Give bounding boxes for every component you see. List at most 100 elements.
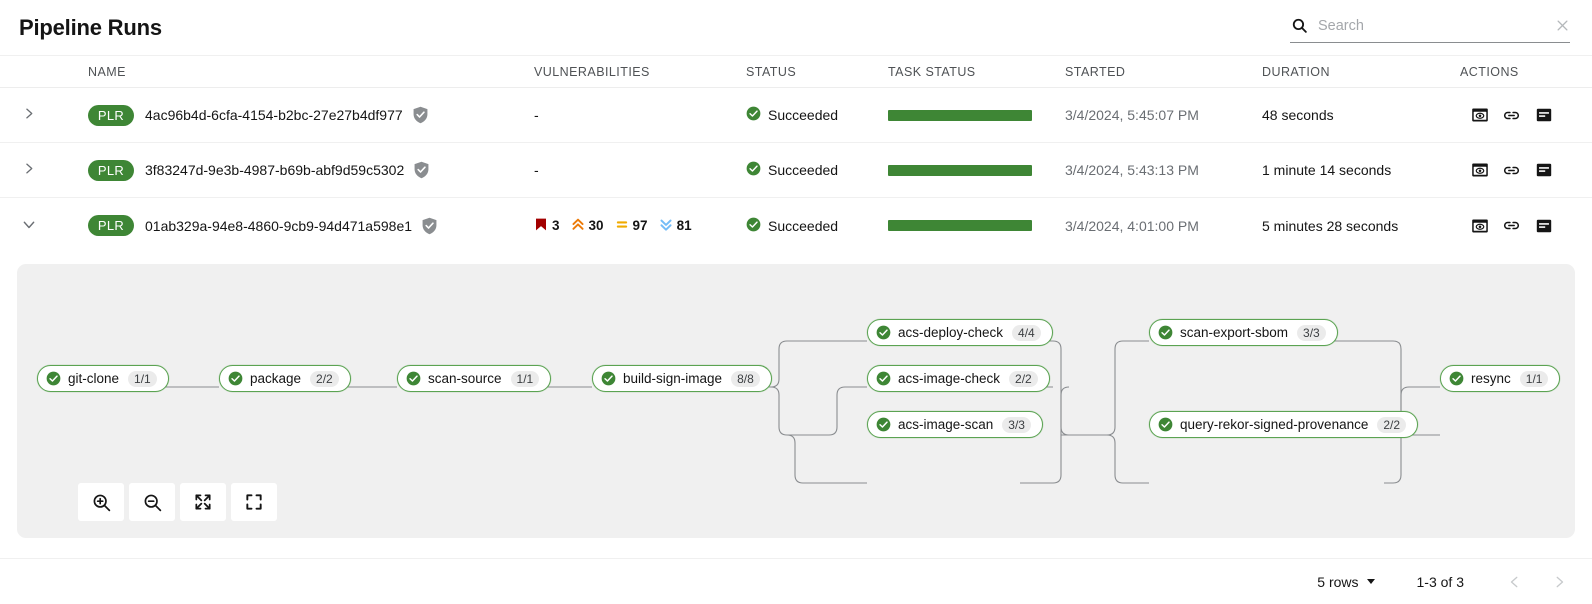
row-expand-cell[interactable] bbox=[0, 217, 88, 234]
status-label: Succeeded bbox=[768, 162, 839, 178]
run-name[interactable]: 3f83247d-9e3b-4987-b69b-abf9d59c5302 bbox=[145, 162, 405, 178]
row-actions-cell bbox=[1460, 216, 1592, 235]
check-circle-icon bbox=[876, 417, 891, 432]
table-row[interactable]: PLR 3f83247d-9e3b-4987-b69b-abf9d59c5302… bbox=[0, 143, 1592, 198]
output-icon[interactable] bbox=[1534, 216, 1553, 235]
graph-node-label: acs-deploy-check bbox=[898, 325, 1004, 340]
severity-moderate-icon bbox=[615, 217, 629, 235]
column-header-started: STARTED bbox=[1065, 64, 1126, 79]
chevron-down-icon[interactable] bbox=[22, 217, 36, 231]
row-actions-cell bbox=[1460, 106, 1592, 125]
chevron-left-icon[interactable] bbox=[1508, 575, 1522, 589]
severity-low-icon bbox=[659, 217, 673, 235]
shield-check-icon bbox=[412, 106, 429, 124]
graph-node-count: 2/2 bbox=[310, 370, 339, 387]
rows-per-page-label: 5 rows bbox=[1317, 573, 1359, 590]
search-icon bbox=[1290, 17, 1308, 35]
row-status-cell: Succeeded bbox=[746, 106, 888, 124]
expand-icon[interactable] bbox=[231, 483, 277, 521]
row-vulnerabilities-cell: 3 30 97 bbox=[534, 217, 746, 235]
status-label: Succeeded bbox=[768, 217, 839, 234]
graph-node-acs-image-scan[interactable]: acs-image-scan 3/3 bbox=[867, 411, 1043, 438]
graph-node-scan-export-sbom[interactable]: scan-export-sbom 3/3 bbox=[1149, 319, 1338, 346]
page-header: Pipeline Runs bbox=[0, 0, 1592, 55]
severity-critical-icon bbox=[534, 217, 548, 235]
task-status-bar bbox=[888, 220, 1032, 231]
duration-text: 48 seconds bbox=[1262, 107, 1334, 123]
graph-node-query-rekor-signed-provenance[interactable]: query-rekor-signed-provenance 2/2 bbox=[1149, 411, 1419, 438]
kind-badge: PLR bbox=[88, 215, 134, 236]
check-circle-icon bbox=[601, 371, 616, 386]
graph-node-count: 1/1 bbox=[128, 370, 157, 387]
duration-text: 5 minutes 28 seconds bbox=[1262, 217, 1399, 234]
graph-node-count: 1/1 bbox=[510, 370, 540, 387]
vuln-important-value: 30 bbox=[588, 218, 604, 233]
pagination-range: 1-3 of 3 bbox=[1416, 573, 1464, 590]
vuln-moderate-value: 97 bbox=[632, 218, 648, 233]
row-task-status-cell bbox=[888, 220, 1065, 231]
link-icon[interactable] bbox=[1502, 106, 1521, 125]
graph-node-package[interactable]: package 2/2 bbox=[219, 365, 351, 392]
graph-node-label: resync bbox=[1471, 371, 1511, 386]
table-row[interactable]: PLR 4ac96b4d-6cfa-4154-b2bc-27e27b4df977… bbox=[0, 88, 1592, 143]
vulnerabilities-empty: - bbox=[534, 107, 539, 123]
graph-node-git-clone[interactable]: git-clone 1/1 bbox=[37, 365, 169, 392]
graph-node-count: 3/3 bbox=[1297, 324, 1326, 341]
graph-node-label: scan-source bbox=[428, 371, 502, 386]
run-name[interactable]: 4ac96b4d-6cfa-4154-b2bc-27e27b4df977 bbox=[145, 107, 403, 123]
graph-node-count: 8/8 bbox=[731, 370, 760, 387]
row-name-cell[interactable]: PLR 01ab329a-94e8-4860-9cb9-94d471a598e1 bbox=[88, 215, 534, 236]
check-circle-icon bbox=[1449, 371, 1464, 386]
column-header-status: STATUS bbox=[746, 64, 797, 79]
graph-node-label: scan-export-sbom bbox=[1180, 325, 1289, 340]
zoom-in-icon[interactable] bbox=[78, 483, 124, 521]
row-name-cell[interactable]: PLR 4ac96b4d-6cfa-4154-b2bc-27e27b4df977 bbox=[88, 104, 534, 126]
row-started-cell: 3/4/2024, 5:45:07 PM bbox=[1065, 107, 1262, 123]
view-logs-icon[interactable] bbox=[1470, 161, 1489, 180]
graph-node-resync[interactable]: resync 1/1 bbox=[1440, 365, 1561, 392]
row-status-cell: Succeeded bbox=[746, 161, 888, 179]
shield-check-icon bbox=[421, 217, 438, 235]
check-circle-icon bbox=[746, 161, 761, 179]
view-logs-icon[interactable] bbox=[1470, 216, 1489, 235]
graph-edges bbox=[156, 340, 1440, 484]
fit-to-screen-icon[interactable] bbox=[180, 483, 226, 521]
view-logs-icon[interactable] bbox=[1470, 106, 1489, 125]
started-time: 3/4/2024, 5:43:13 PM bbox=[1065, 162, 1199, 178]
pipeline-graph-panel[interactable]: git-clone 1/1 package 2/2 scan-source 1/… bbox=[17, 264, 1575, 538]
row-duration-cell: 5 minutes 28 seconds bbox=[1262, 218, 1460, 234]
search-box[interactable] bbox=[1290, 11, 1570, 43]
row-expand-cell[interactable] bbox=[0, 162, 88, 179]
graph-node-build-sign-image[interactable]: build-sign-image 8/8 bbox=[592, 365, 772, 392]
table-row[interactable]: PLR 01ab329a-94e8-4860-9cb9-94d471a598e1 bbox=[0, 198, 1592, 253]
pagination-controls bbox=[1508, 575, 1566, 589]
row-duration-cell: 1 minute 14 seconds bbox=[1262, 162, 1460, 178]
column-header-name: NAME bbox=[88, 64, 126, 79]
kind-badge: PLR bbox=[88, 159, 134, 181]
column-header-actions: ACTIONS bbox=[1460, 64, 1519, 79]
link-icon[interactable] bbox=[1502, 216, 1521, 235]
run-name[interactable]: 01ab329a-94e8-4860-9cb9-94d471a598e1 bbox=[145, 217, 413, 234]
vuln-moderate: 97 bbox=[615, 217, 648, 235]
row-task-status-cell bbox=[888, 164, 1065, 176]
severity-important-icon bbox=[571, 217, 585, 235]
chevron-right-icon[interactable] bbox=[1552, 575, 1566, 589]
rows-per-page-select[interactable]: 5 rows bbox=[1317, 573, 1375, 590]
row-name-cell[interactable]: PLR 3f83247d-9e3b-4987-b69b-abf9d59c5302 bbox=[88, 159, 534, 181]
output-icon[interactable] bbox=[1534, 161, 1553, 180]
zoom-out-icon[interactable] bbox=[129, 483, 175, 521]
row-expand-cell[interactable] bbox=[0, 107, 88, 124]
chevron-right-icon[interactable] bbox=[22, 162, 36, 176]
search-input[interactable] bbox=[1318, 17, 1554, 34]
close-icon[interactable] bbox=[1554, 18, 1570, 34]
graph-node-scan-source[interactable]: scan-source 1/1 bbox=[397, 365, 552, 392]
output-icon[interactable] bbox=[1534, 106, 1553, 125]
row-started-cell: 3/4/2024, 5:43:13 PM bbox=[1065, 162, 1262, 178]
chevron-right-icon[interactable] bbox=[22, 107, 36, 121]
graph-node-acs-deploy-check[interactable]: acs-deploy-check 4/4 bbox=[867, 319, 1053, 346]
link-icon[interactable] bbox=[1502, 161, 1521, 180]
status-label: Succeeded bbox=[768, 107, 839, 123]
shield-check-icon bbox=[413, 161, 430, 179]
row-vulnerabilities-cell: - bbox=[534, 107, 746, 123]
graph-node-acs-image-check[interactable]: acs-image-check 2/2 bbox=[867, 365, 1050, 392]
